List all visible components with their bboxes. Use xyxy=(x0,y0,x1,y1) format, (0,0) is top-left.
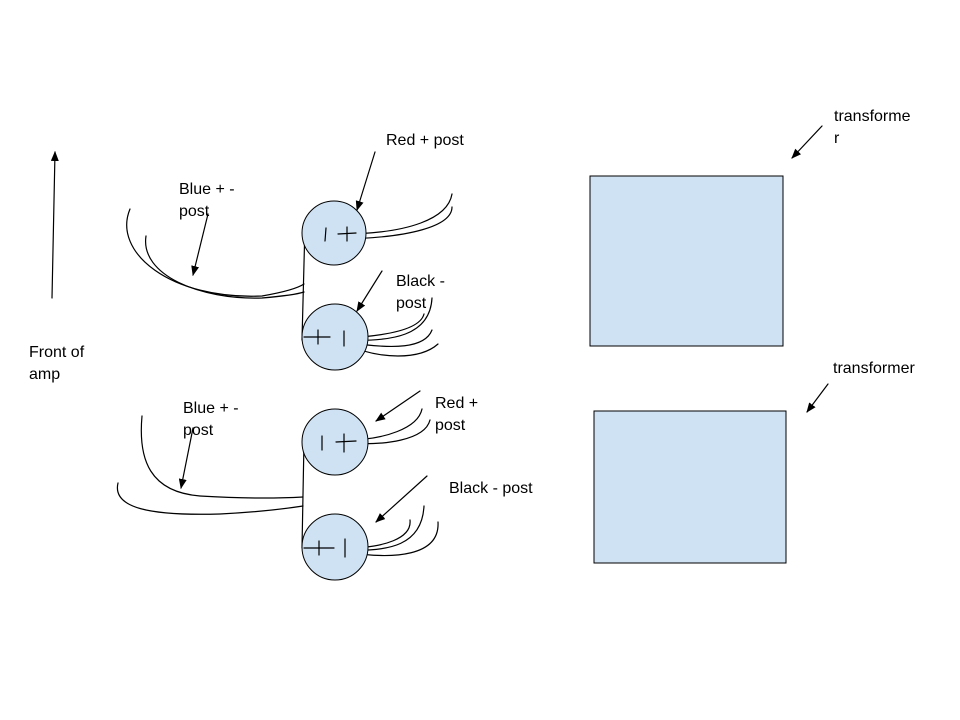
top-red-arrow xyxy=(355,151,376,211)
bottom-red-post-mark-plus-h xyxy=(335,440,357,443)
bottom-red-post-label: Red + post xyxy=(435,395,479,434)
bottom-blue-wire-2 xyxy=(116,482,304,515)
transformer-top-box xyxy=(589,175,784,347)
bottom-pair-bridge xyxy=(301,440,305,549)
transformer-bottom-box xyxy=(593,410,787,564)
top-black-post xyxy=(301,303,369,371)
transformer-top-label: transforme r xyxy=(834,108,911,147)
bottom-black-post xyxy=(301,513,369,581)
top-blue-arrow xyxy=(191,213,209,276)
bottom-blue-wire-1 xyxy=(140,415,304,499)
transformer-bottom-label: transformer xyxy=(833,360,915,377)
bottom-red-arrow xyxy=(375,390,421,422)
top-red-post xyxy=(301,200,367,266)
front-of-amp-label: Front of amp xyxy=(29,344,85,383)
top-blue-post-label: Blue + - post xyxy=(179,181,235,220)
bottom-black-post-label: Black - post xyxy=(449,480,533,497)
bottom-blue-arrow xyxy=(178,427,194,489)
front-of-amp-arrow xyxy=(50,151,59,299)
bottom-blue-post-label: Blue + - post xyxy=(183,400,239,439)
top-red-post-label: Red + post xyxy=(386,132,464,149)
transformer-bottom-arrow xyxy=(806,383,829,413)
top-black-post-label: Black - post xyxy=(396,273,445,312)
bottom-black-arrow xyxy=(375,475,428,523)
transformer-top-arrow xyxy=(791,125,823,159)
top-red-post-mark-minus xyxy=(324,227,327,242)
bottom-red-post xyxy=(301,408,369,476)
top-blue-wire-2 xyxy=(145,235,305,299)
top-black-arrow xyxy=(356,270,383,312)
top-blue-wire-1 xyxy=(126,208,305,297)
